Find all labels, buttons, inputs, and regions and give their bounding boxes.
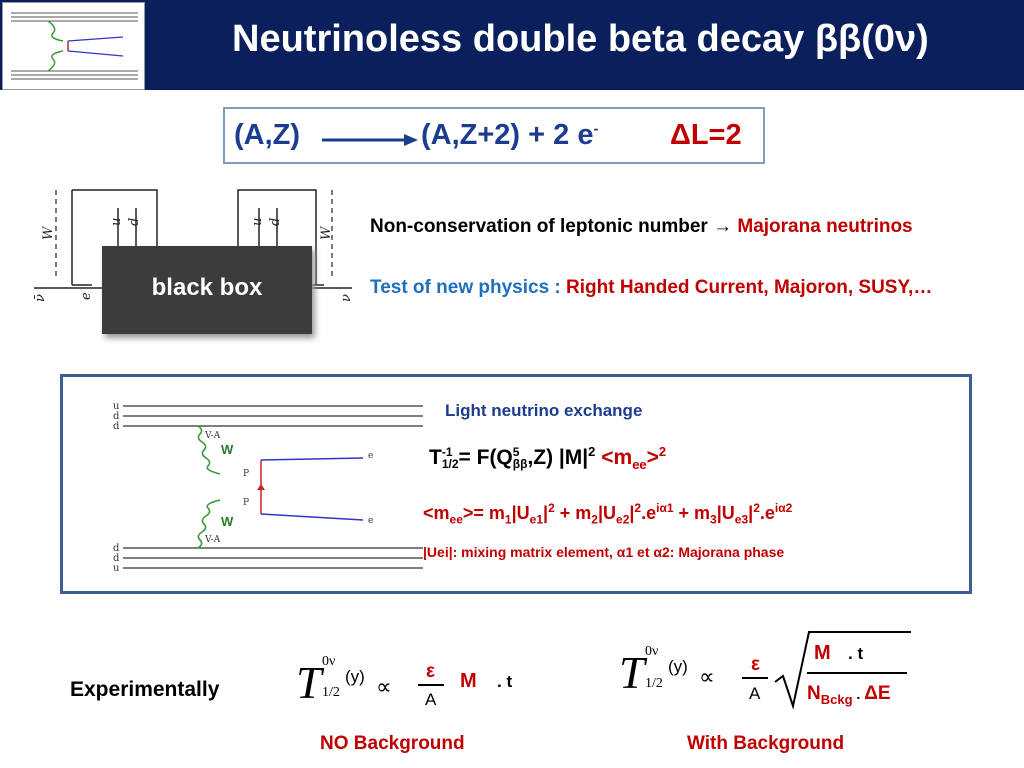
- w-top-label: W: [221, 442, 234, 457]
- no-background-caption: NO Background: [320, 733, 465, 754]
- right-arrow-icon: →: [713, 216, 733, 237]
- equation-rhs: (A,Z+2) + 2 e-: [421, 119, 599, 151]
- feynman-thumbnail-image: [2, 2, 145, 90]
- quark-top-1: u: [113, 401, 120, 412]
- feynman-diagram: u d d d d u V-A V-A P P e e W: [103, 392, 433, 582]
- quark-top-2: d: [113, 411, 120, 422]
- lepton-number-text: Non-conservation of leptonic number: [370, 216, 708, 237]
- experimentally-label: Experimentally: [70, 678, 220, 701]
- lepton-number-line: Non-conservation of leptonic number → Ma…: [370, 216, 913, 238]
- quark-bottom-1: d: [113, 543, 120, 554]
- black-box: black box: [102, 246, 312, 334]
- pr-label: P: [243, 469, 249, 479]
- pl-label: P: [243, 498, 249, 508]
- electron-top-label: e: [368, 451, 373, 461]
- quark-u-left: u: [109, 218, 124, 226]
- quark-bottom-3: u: [113, 563, 120, 574]
- effective-mass-formula: <mee>= m1|Ue1|2 + m2|Ue2|2.eiα1 + m3|Ue3…: [423, 501, 793, 527]
- antineutrino-label: ν̄: [34, 294, 48, 302]
- equation-arrow-icon: [322, 134, 418, 146]
- electron-bottom-label: e: [368, 516, 373, 526]
- panel-heading: Light neutrino exchange: [445, 401, 643, 420]
- w-bottom-label: W: [221, 514, 234, 529]
- quark-top-3: d: [113, 421, 120, 432]
- quark-bottom-2: d: [113, 553, 120, 564]
- quark-d-left: d: [127, 218, 142, 226]
- new-physics-label: Test of new physics :: [370, 277, 561, 298]
- majorana-result: Majorana neutrinos: [737, 216, 913, 237]
- mixing-matrix-note: |Uei|: mixing matrix element, α1 et α2: …: [423, 544, 785, 560]
- black-box-label: black box: [151, 274, 263, 301]
- neutrino-label: ν: [339, 294, 354, 302]
- equation-delta-l: ΔL=2: [670, 119, 742, 151]
- new-physics-items: Right Handed Current, Majoron, SUSY,…: [566, 277, 933, 298]
- va-top-label: V-A: [204, 431, 221, 441]
- quark-u-right: u: [250, 218, 265, 226]
- va-bottom-label: V-A: [204, 535, 221, 545]
- decay-equation-box: (A,Z) (A,Z+2) + 2 e- ΔL=2: [223, 107, 765, 164]
- equation-lhs: (A,Z): [234, 119, 301, 151]
- quark-d-right: d: [268, 218, 283, 226]
- black-box-diagram: u d u d W W e e ν̄ ν black box: [34, 180, 354, 355]
- light-neutrino-panel: u d d d d u V-A V-A P P e e W: [60, 374, 972, 594]
- page-title: Neutrinoless double beta decay ββ(0ν): [232, 18, 929, 60]
- w-right-label: W: [319, 225, 334, 240]
- new-physics-line: Test of new physics : Right Handed Curre…: [370, 277, 932, 299]
- electron-left-label: e: [79, 292, 94, 300]
- square-root-icon: [774, 631, 911, 710]
- title-bar: Neutrinoless double beta decay ββ(0ν): [0, 0, 1024, 90]
- with-background-caption: With Background: [687, 733, 845, 754]
- w-left-label: W: [41, 225, 56, 240]
